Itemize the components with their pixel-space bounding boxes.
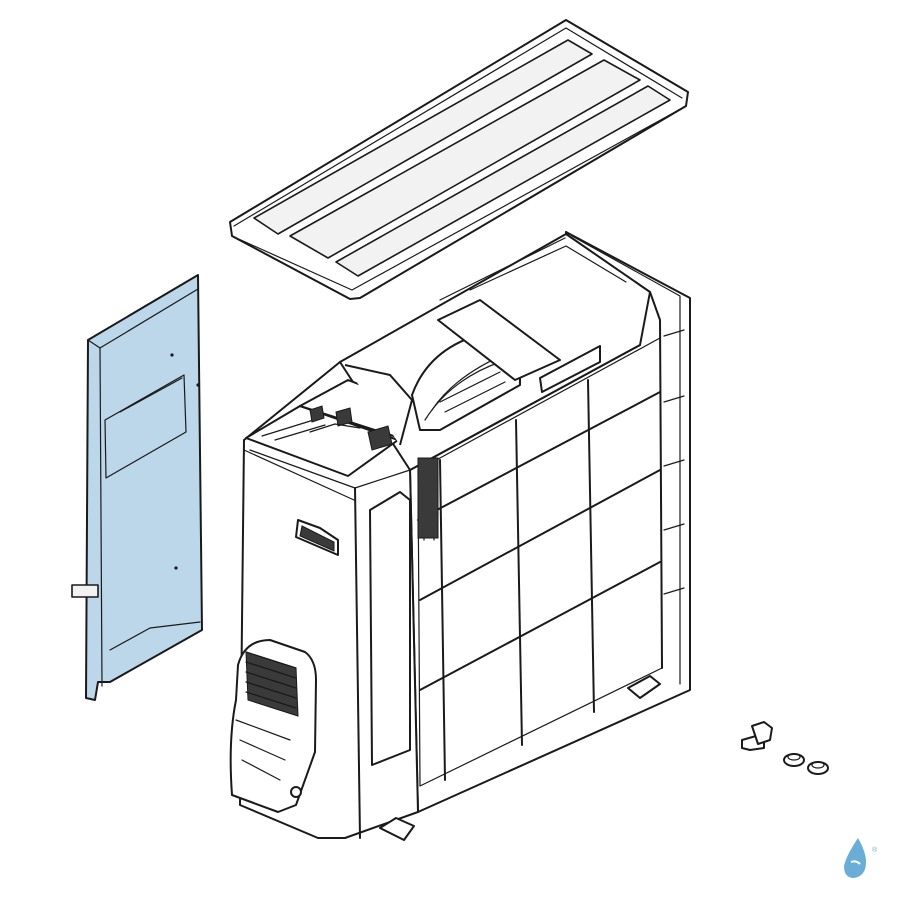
unit-foot <box>379 817 415 841</box>
top-panel-rib <box>289 59 641 259</box>
condenser-grille <box>417 337 663 787</box>
drain-cap <box>783 753 805 767</box>
terminal-board <box>417 457 439 539</box>
control-box <box>245 364 439 539</box>
unit-foot <box>627 675 661 699</box>
fan <box>411 299 601 431</box>
top-panel <box>229 19 689 300</box>
top-panel-rib <box>253 39 593 235</box>
logo-registered-mark: ® <box>872 846 878 854</box>
side-panel-clip <box>71 584 99 598</box>
drain-elbow <box>741 721 773 751</box>
top-panel-rib <box>335 85 671 277</box>
side-recess-panel <box>369 491 411 766</box>
side-panel-recess <box>104 374 187 479</box>
side-panel-highlighted <box>71 274 203 701</box>
water-drop-logo: ® <box>844 838 878 878</box>
drain-cap <box>807 761 829 775</box>
service-valve-cover <box>229 639 317 813</box>
